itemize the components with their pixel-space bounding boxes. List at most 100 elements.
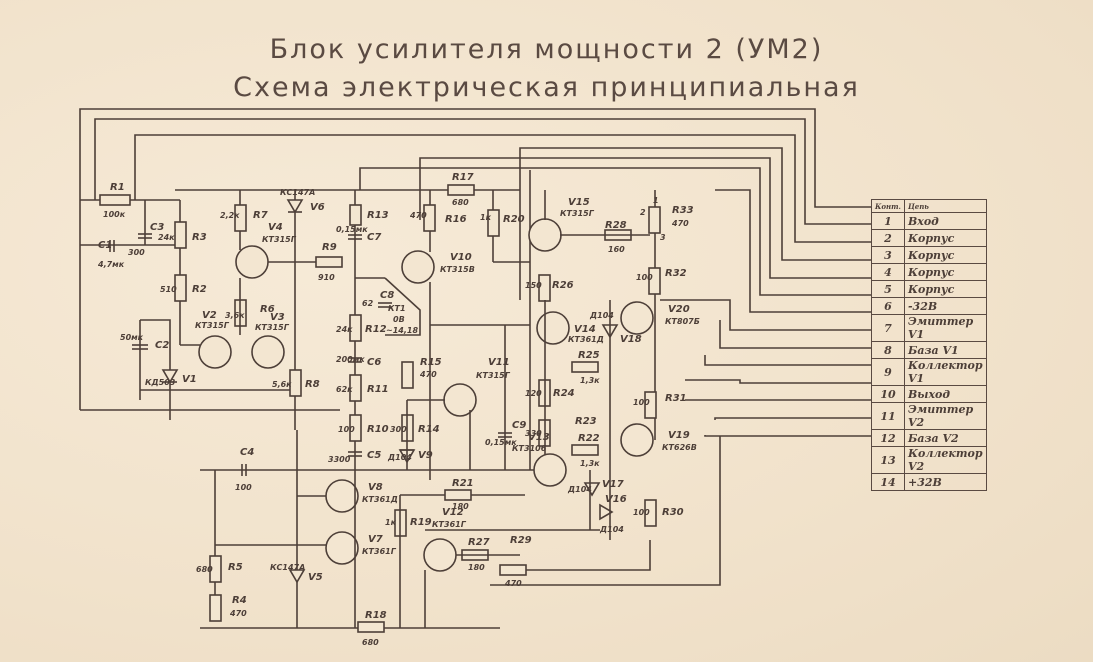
value-V8: КТ361Д — [362, 495, 398, 504]
label-R27: R27 — [468, 537, 490, 548]
contact-number: 6 — [871, 297, 905, 315]
R33-pin3: 3 — [660, 233, 666, 242]
label-V13: V13 — [528, 432, 550, 443]
value-R29: 470 — [504, 579, 522, 588]
label-V6: V6 — [310, 202, 325, 213]
value-R27: 180 — [468, 563, 485, 572]
circuit-name: +32В — [903, 473, 987, 491]
value-V11: КТ315Г — [476, 371, 511, 380]
value-R32: 100 — [636, 273, 653, 282]
value-R16: 470 — [409, 211, 427, 220]
value-V3: КТ315Г — [255, 323, 290, 332]
transistor-V11 — [443, 383, 477, 417]
resistor-R12 — [349, 314, 362, 342]
transistor-V4 — [235, 245, 269, 279]
label-V5: V5 — [308, 572, 323, 583]
value-R4: 470 — [229, 609, 247, 618]
value-V1: КД503 — [145, 378, 176, 387]
contact-number: 10 — [871, 385, 905, 403]
label-R33: R33 — [672, 205, 694, 216]
circuit-name: Выход — [903, 385, 987, 403]
circuit-name: -32В — [903, 297, 987, 315]
label-R2: R2 — [192, 284, 207, 295]
label-R26: R26 — [552, 280, 574, 291]
value-R7: 2,2к — [220, 211, 240, 220]
transistor-V13 — [533, 453, 567, 487]
kt1-ac-voltage: ~14,18 — [386, 326, 418, 335]
label-C6: C6 — [367, 357, 381, 368]
circuit-name: Корпус — [903, 246, 987, 264]
resistor-R3 — [174, 221, 187, 249]
label-C7: C7 — [367, 232, 381, 243]
resistor-R30 — [644, 499, 657, 527]
label-R24: R24 — [553, 388, 575, 399]
value-V18: Д104 — [589, 311, 614, 320]
label-R32: R32 — [665, 268, 687, 279]
value-V14: КТ361Д — [568, 335, 604, 344]
value-R22: 1,3к — [580, 459, 600, 468]
R33-pin2: 2 — [640, 208, 646, 217]
zener-V6 — [286, 199, 304, 214]
value-R20: 1к — [480, 213, 492, 222]
value-C8: 62 — [362, 299, 374, 308]
value-C2: 50мк — [120, 333, 144, 342]
label-R20: R20 — [503, 214, 525, 225]
value-R17: 680 — [452, 198, 469, 207]
component-labels: R1 100к C3 300 C1 4,7мк R3 24к R2 510 R7… — [97, 172, 700, 647]
resistor-R13 — [349, 204, 362, 226]
circuit-name: Эмиттер V2 — [903, 402, 987, 430]
diode-V17 — [583, 482, 601, 497]
value-R21: 180 — [452, 502, 469, 511]
value-V2: КТ315Г — [195, 321, 230, 330]
value-R18: 680 — [362, 638, 379, 647]
value-R26: 150 — [525, 281, 542, 290]
circuit-name: Корпус — [903, 229, 987, 247]
value-R33: 470 — [671, 219, 689, 228]
value-R23: 330 — [525, 429, 542, 438]
value-R11: 62к — [336, 385, 353, 394]
value-R3: 24к — [158, 233, 175, 242]
value-R25: 1,3к — [580, 376, 600, 385]
value-V7: КТ361Г — [362, 547, 397, 556]
transistor-V7 — [325, 531, 359, 565]
label-R30: R30 — [662, 507, 684, 518]
label-R8: R8 — [305, 379, 320, 390]
label-V18: V18 — [620, 334, 642, 345]
transistor-V10 — [401, 250, 435, 284]
transistor-V3 — [251, 335, 285, 369]
header-circuit: Цепь — [903, 199, 987, 213]
label-C5: C5 — [367, 450, 381, 461]
label-R22: R22 — [578, 433, 600, 444]
label-V20: V20 — [668, 304, 690, 315]
label-R9: R9 — [322, 242, 337, 253]
value-V12: КТ361Г — [432, 520, 467, 529]
value-C6: 200мк — [336, 355, 365, 364]
contact-number: 5 — [871, 280, 905, 298]
label-V8: V8 — [368, 482, 383, 493]
contact-number: 9 — [871, 358, 905, 386]
connector-table-header: Конт. Цепь — [871, 199, 987, 213]
label-R4: R4 — [232, 595, 247, 606]
resistor-R33 — [648, 206, 661, 234]
label-V10: V10 — [450, 252, 472, 263]
label-R17: R17 — [452, 172, 474, 183]
label-R21: R21 — [452, 478, 474, 489]
contact-number: 3 — [871, 246, 905, 264]
label-R16: R16 — [445, 214, 467, 225]
label-V1: V1 — [182, 374, 197, 385]
resistor-R32 — [648, 267, 661, 295]
label-R3: R3 — [192, 232, 207, 243]
value-R31: 100 — [633, 398, 650, 407]
label-R14: R14 — [418, 424, 440, 435]
value-C3: 300 — [128, 248, 145, 257]
value-R1: 100к — [103, 210, 126, 219]
label-V9: V9 — [418, 450, 433, 461]
label-V4: V4 — [268, 222, 283, 233]
label-V19: V19 — [668, 430, 690, 441]
